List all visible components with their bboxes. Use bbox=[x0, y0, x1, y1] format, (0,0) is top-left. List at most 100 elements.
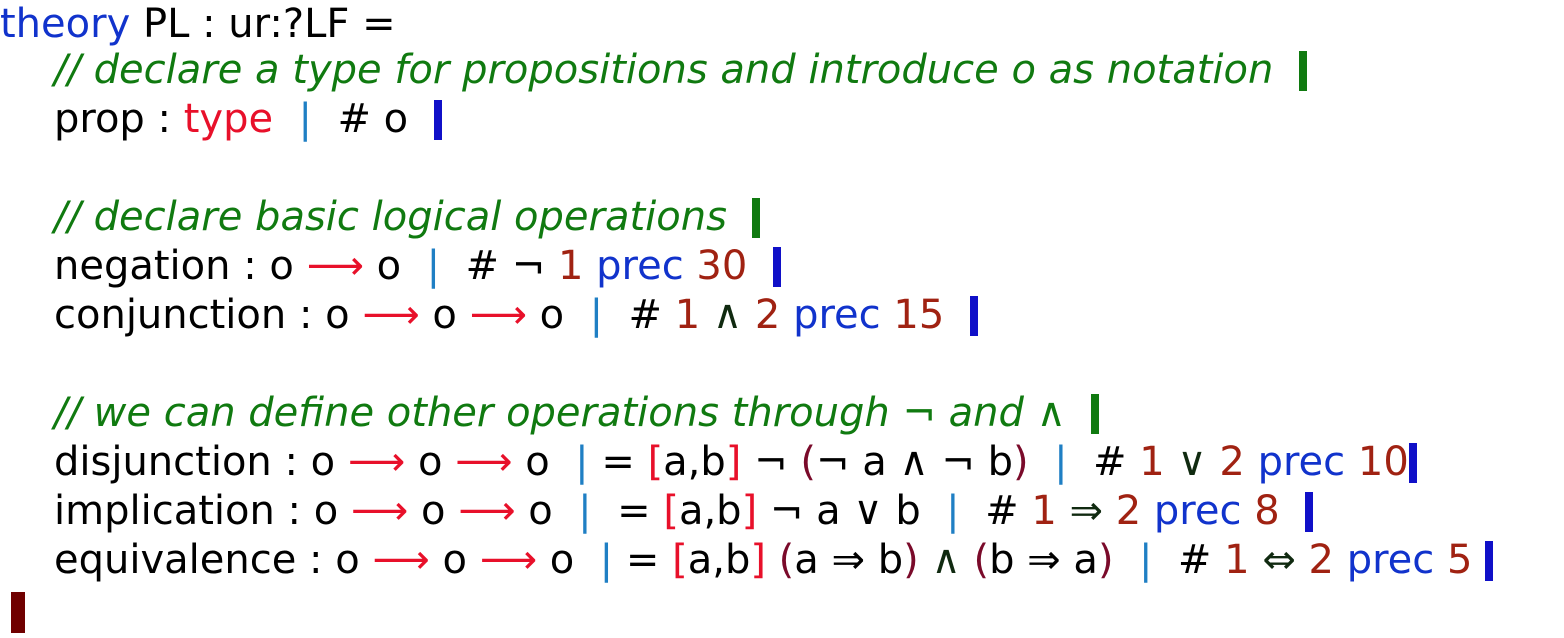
theory-header-line: theory PL : ur:?LF = bbox=[0, 0, 396, 49]
arg-number: 1 bbox=[1139, 439, 1165, 485]
prec-keyword: prec bbox=[1257, 439, 1346, 485]
type-o: o bbox=[525, 439, 550, 485]
arg-number: 2 bbox=[1219, 439, 1245, 485]
arrow-symbol: ⟶ bbox=[362, 292, 420, 338]
separator: | bbox=[946, 488, 960, 534]
arrow-symbol: ⟶ bbox=[455, 439, 513, 485]
declaration-end-marker bbox=[1485, 541, 1494, 581]
comment-text: // declare a type for propositions and i… bbox=[54, 47, 1274, 93]
type-o: o bbox=[432, 292, 457, 338]
prec-value: 30 bbox=[696, 243, 748, 289]
bracket-open: [ bbox=[663, 488, 679, 534]
arg-number: 1 bbox=[1224, 537, 1250, 583]
arg-number: 1 bbox=[674, 292, 701, 338]
arrow-symbol: ⟶ bbox=[347, 439, 406, 485]
declaration-end-marker bbox=[969, 296, 978, 336]
separator: | bbox=[599, 537, 614, 583]
arrow-symbol: ⟶ bbox=[479, 537, 538, 583]
decl-negation: negation : o ⟶ o | # ¬ 1 prec 30 bbox=[0, 242, 781, 291]
decl-prop: prop : type | # o bbox=[0, 95, 442, 144]
type-o: o bbox=[549, 537, 575, 583]
separator: | bbox=[298, 96, 313, 142]
decl-disjunction-name: disjunction : o bbox=[54, 439, 336, 485]
separator: | bbox=[1138, 537, 1153, 583]
paren-close: ) bbox=[1013, 439, 1029, 485]
arg-number: 1 bbox=[1031, 488, 1057, 534]
bound-variables: a,b bbox=[663, 439, 726, 485]
comment-text: // we can define other operations throug… bbox=[54, 390, 1066, 436]
type-o: o bbox=[442, 537, 467, 583]
separator: | bbox=[426, 243, 441, 289]
arg-number: 2 bbox=[1115, 488, 1142, 534]
negation-symbol: ¬ bbox=[754, 439, 788, 485]
notation-hash: # bbox=[1093, 439, 1127, 485]
comment-end-marker bbox=[1091, 394, 1100, 434]
theory-keyword: theory bbox=[0, 1, 131, 47]
type-keyword: type bbox=[183, 96, 274, 142]
comment-line-2: // declare basic logical operations bbox=[0, 193, 761, 242]
prec-value: 8 bbox=[1254, 488, 1280, 534]
separator: | bbox=[589, 292, 604, 338]
bracket-open: [ bbox=[672, 537, 688, 583]
prec-value: 10 bbox=[1357, 439, 1409, 485]
operator-symbol: ⇔ bbox=[1262, 537, 1296, 583]
decl-prop-name: prop : bbox=[54, 96, 184, 142]
operator-symbol: ∧ bbox=[931, 537, 961, 583]
comment-line-1: // declare a type for propositions and i… bbox=[0, 46, 1307, 95]
arg-number: 2 bbox=[1308, 537, 1334, 583]
decl-implication-name: implication : o bbox=[54, 488, 339, 534]
type-o: o bbox=[528, 488, 553, 534]
operator-symbol: ∨ bbox=[1177, 439, 1207, 485]
bracket-close: ] bbox=[741, 488, 758, 534]
comment-end-marker bbox=[1298, 51, 1307, 91]
notation-hash: # bbox=[628, 292, 663, 338]
decl-equivalence-name: equivalence : o bbox=[54, 537, 360, 583]
prec-value: 15 bbox=[893, 292, 945, 338]
separator: | bbox=[578, 488, 592, 534]
notation: # o bbox=[337, 96, 409, 142]
separator: | bbox=[575, 439, 589, 485]
definition-body: b ⇒ a bbox=[989, 537, 1098, 583]
prec-keyword: prec bbox=[596, 243, 684, 289]
declaration-end-marker bbox=[1408, 443, 1417, 483]
notation-hash: # bbox=[985, 488, 1019, 534]
decl-equivalence: equivalence : o ⟶ o ⟶ o | = [a,b] (a ⇒ b… bbox=[0, 536, 1494, 585]
type-o: o bbox=[417, 439, 443, 485]
arg-number: 1 bbox=[557, 243, 584, 289]
prec-keyword: prec bbox=[1346, 537, 1435, 583]
paren-close: ) bbox=[903, 537, 919, 583]
prec-keyword: prec bbox=[1153, 488, 1242, 534]
comment-end-marker bbox=[752, 198, 761, 238]
decl-implication: implication : o ⟶ o ⟶ o | = [a,b] ¬ a ∨ … bbox=[0, 487, 1314, 536]
decl-conjunction-name: conjunction : o bbox=[54, 292, 350, 338]
comment-text: // declare basic logical operations bbox=[54, 194, 727, 240]
notation-hash: # ¬ bbox=[465, 243, 546, 289]
arrow-symbol: ⟶ bbox=[372, 537, 430, 583]
arrow-symbol: ⟶ bbox=[469, 292, 527, 338]
declaration-end-marker bbox=[1305, 492, 1314, 532]
declaration-end-marker bbox=[772, 247, 781, 287]
type-o: o bbox=[376, 243, 402, 289]
definition-equals: = bbox=[625, 537, 660, 583]
operator-symbol: ∧ bbox=[712, 292, 743, 338]
operator-symbol: ⇒ bbox=[1069, 488, 1104, 534]
decl-negation-name: negation : o bbox=[54, 243, 294, 289]
prec-value: 5 bbox=[1447, 537, 1473, 583]
arrow-symbol: ⟶ bbox=[458, 488, 516, 534]
definition-equals: = bbox=[601, 439, 635, 485]
notation-hash: # bbox=[1177, 537, 1212, 583]
arrow-symbol: ⟶ bbox=[306, 243, 364, 289]
paren-open: ( bbox=[800, 439, 816, 485]
theory-name: PL : ur:?LF = bbox=[142, 1, 396, 47]
decl-disjunction: disjunction : o ⟶ o ⟶ o | = [a,b] ¬ (¬ a… bbox=[0, 438, 1417, 487]
paren-close: ) bbox=[1097, 537, 1114, 583]
bracket-close: ] bbox=[725, 439, 742, 485]
definition-body: a ⇒ b bbox=[794, 537, 904, 583]
arrow-symbol: ⟶ bbox=[350, 488, 409, 534]
paren-open: ( bbox=[973, 537, 990, 583]
paren-open: ( bbox=[778, 537, 795, 583]
separator: | bbox=[1054, 439, 1068, 485]
definition-body: ¬ a ∨ b bbox=[769, 488, 921, 534]
module-end-marker bbox=[11, 592, 25, 633]
